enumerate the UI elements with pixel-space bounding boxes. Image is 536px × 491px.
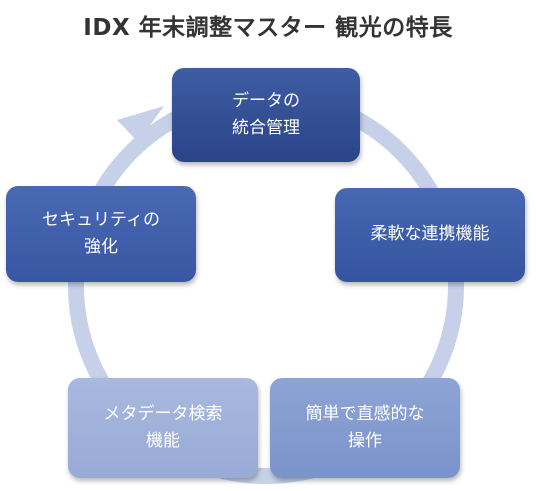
diagram-title: IDX 年末調整マスター 観光の特長: [83, 15, 453, 41]
node-metadata-search: メタデータ検索 機能: [68, 378, 258, 478]
node-data-integration: データの 統合管理: [172, 68, 360, 162]
node-intuitive-operation-line-2: 操作: [348, 431, 382, 451]
node-data-integration-line-1: データの: [232, 90, 300, 111]
node-data-integration-line-2: 統合管理: [232, 118, 300, 138]
node-security-line-2: 強化: [84, 237, 118, 257]
node-flexible-integration-line-1: 柔軟な連携機能: [370, 224, 490, 245]
node-metadata-search-line-2: 機能: [146, 431, 180, 451]
node-flexible-integration: 柔軟な連携機能: [335, 188, 525, 282]
node-security: セキュリティの 強化: [6, 186, 196, 282]
node-intuitive-operation-line-1: 簡単で直感的な: [305, 403, 425, 424]
node-security-line-1: セキュリティの: [42, 209, 160, 230]
node-metadata-search-line-1: メタデータ検索: [103, 403, 223, 424]
cycle-arrowhead: [117, 106, 164, 142]
node-intuitive-operation: 簡単で直感的な 操作: [270, 378, 460, 478]
